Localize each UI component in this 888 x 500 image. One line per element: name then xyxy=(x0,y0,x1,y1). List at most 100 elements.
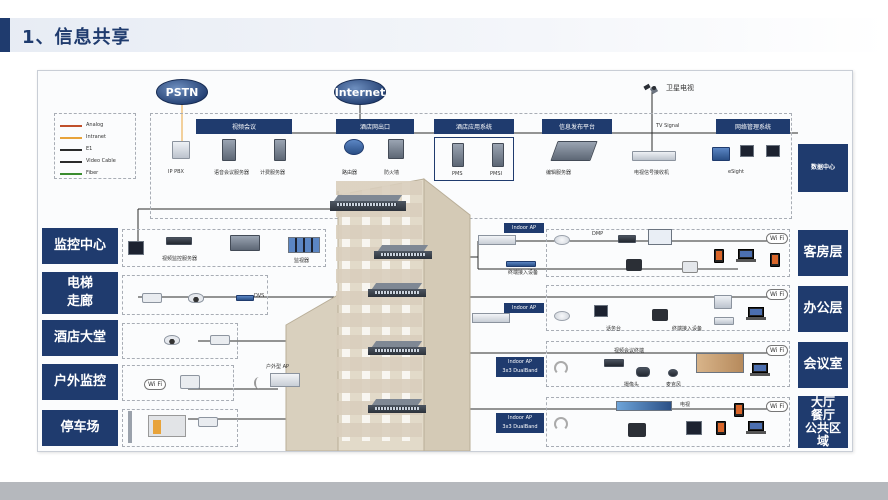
dvs-icon xyxy=(236,295,254,301)
indoor-ap-dual-tag-lobby: Indoor AP 3x3 DualBand xyxy=(496,413,544,433)
device-label: 电视信号接收机 xyxy=(634,170,670,176)
header-bar: 1、信息共享 xyxy=(0,18,888,52)
firewall-icon xyxy=(388,139,404,159)
header-accent xyxy=(0,18,10,52)
video-surveillance-server-icon xyxy=(166,237,192,245)
nvr-icon xyxy=(230,235,260,251)
signage-display-icon xyxy=(648,229,672,245)
pstn-cloud: PSTN xyxy=(156,79,208,105)
lobby-phone-icon xyxy=(628,423,646,437)
microphone-icon xyxy=(668,369,678,377)
network-diagram: PSTN Internet 卫星电视 Analog Intranet E1 xyxy=(37,70,853,452)
laptop-icon xyxy=(736,249,756,263)
access-switch-lobby xyxy=(368,399,426,413)
group-video-conf: 视频会议 xyxy=(196,119,292,134)
indoor-ap-office-icon xyxy=(472,313,510,323)
parking-zone xyxy=(122,409,238,447)
editing-server-icon xyxy=(550,141,598,161)
parking-camera-icon xyxy=(198,417,218,427)
footer-bar xyxy=(0,482,888,500)
pmsi-server-icon xyxy=(492,143,504,167)
device-label: eSight xyxy=(728,169,744,175)
device-label: PMS xyxy=(452,171,463,177)
conference-screen-icon xyxy=(696,353,744,373)
ceiling-ap-icon xyxy=(554,235,570,245)
laptop-icon xyxy=(746,307,766,321)
legend-label: Fiber xyxy=(86,170,99,176)
area-hotel-lobby: 酒店大堂 xyxy=(42,320,118,356)
area-elevator-corridor: 电梯 走廊 xyxy=(42,272,118,314)
datacenter-box xyxy=(150,113,792,219)
dmp-label: DMP xyxy=(592,231,604,237)
dmp-device-icon xyxy=(618,235,636,243)
device-label: 路由器 xyxy=(342,170,358,176)
ip-pbx-icon xyxy=(172,141,190,159)
legend-video-cable: Video Cable xyxy=(60,157,130,169)
front-desk-pc-icon xyxy=(594,305,608,317)
lobby-pc-icon xyxy=(686,421,702,435)
analog-phone-icon xyxy=(682,261,698,273)
device-label: 话务台 xyxy=(606,326,622,332)
video-conf-label: 视频会议终端 xyxy=(614,348,645,354)
device-label: PMSI xyxy=(490,171,502,177)
lobby-public-zone xyxy=(546,397,790,447)
printer-icon xyxy=(714,295,732,309)
elevator-zone xyxy=(122,275,268,315)
tv-label: 电视 xyxy=(680,402,691,408)
area-outdoor-monitor: 户外监控 xyxy=(42,364,118,400)
internet-cloud: Internet xyxy=(334,79,386,105)
area-lobby-public: 大厅 餐厅 公共区 域 xyxy=(798,396,848,448)
area-guest-floor: 客房层 xyxy=(798,230,848,276)
outdoor-ap-label: 户外型 AP xyxy=(266,364,290,370)
admin-monitor-icon xyxy=(766,145,780,157)
access-switch-guest xyxy=(374,245,432,259)
legend-box xyxy=(54,113,136,179)
indoor-ap-dual-tag-meeting: Indoor AP 3x3 DualBand xyxy=(496,357,544,377)
barrier-gate-icon xyxy=(148,415,186,437)
legend-label: Intranet xyxy=(86,134,106,140)
esight-server-icon xyxy=(712,147,730,161)
tv-receiver-icon xyxy=(632,151,676,161)
device-label: 监视器 xyxy=(294,258,310,264)
building-floors xyxy=(336,181,422,441)
monitor-center-zone xyxy=(122,229,326,267)
mic-label: 麦克风 xyxy=(666,382,682,388)
indoor-ap-tag-guest: Indoor AP xyxy=(504,223,544,233)
lobby-dome-camera-icon xyxy=(164,335,180,345)
meeting-wifi-badge: Wi Fi xyxy=(766,345,788,356)
satellite-label: 卫星电视 xyxy=(666,84,694,92)
pms-group-box xyxy=(434,137,514,181)
indoor-ap-tag-office: Indoor AP xyxy=(504,303,544,313)
access-switch-office xyxy=(368,283,426,297)
office-wifi-badge: Wi Fi xyxy=(766,289,788,300)
device-label: 终端接入设备 xyxy=(672,326,703,332)
area-office-floor: 办公层 xyxy=(798,286,848,332)
camera-icon xyxy=(636,367,650,377)
device-label: 防火墙 xyxy=(384,170,400,176)
indoor-ap-guest-icon xyxy=(478,235,516,245)
legend-label: Video Cable xyxy=(86,158,116,164)
voice-conf-server-icon xyxy=(222,139,236,161)
legend-intranet: Intranet xyxy=(60,133,130,145)
group-hotel-apps: 酒店应用系统 xyxy=(434,119,514,134)
page-title: 1、信息共享 xyxy=(22,27,131,48)
legend-swatch xyxy=(60,125,82,127)
wireless-signal-icon xyxy=(254,377,264,389)
video-conf-terminal-icon xyxy=(604,359,624,367)
tablet-icon xyxy=(714,249,724,263)
ceiling-ap-icon xyxy=(554,311,570,321)
lobby-display-icon xyxy=(616,401,672,411)
device-label: 编辑服务器 xyxy=(546,170,572,176)
outdoor-zone xyxy=(122,365,234,401)
video-wall-icon xyxy=(288,237,320,253)
dvs-label: DVS xyxy=(254,293,265,299)
area-parking: 停车场 xyxy=(42,410,118,446)
lobby-zone xyxy=(122,323,238,359)
device-label: 语音会议服务器 xyxy=(214,170,250,176)
router-icon xyxy=(344,139,364,155)
tablet-icon xyxy=(770,253,780,267)
tv-signal-label: TV Signal xyxy=(656,123,680,129)
scanner-icon xyxy=(714,317,734,325)
dome-camera-icon xyxy=(188,293,204,303)
